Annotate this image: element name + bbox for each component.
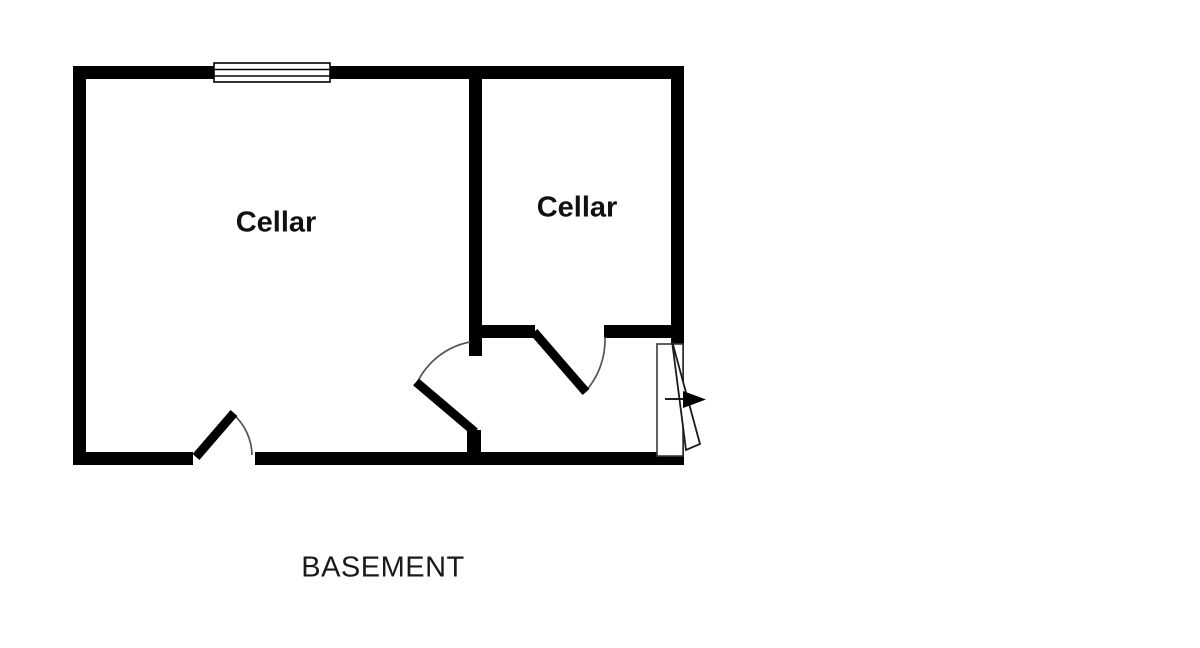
door-center-upper bbox=[530, 329, 606, 395]
door-center-left bbox=[413, 341, 478, 436]
wall-exterior-left bbox=[73, 66, 86, 465]
door-center-upper-leaf bbox=[530, 329, 590, 395]
plan-title: BASEMENT bbox=[301, 552, 465, 584]
door-center-upper-swing-arc bbox=[584, 336, 606, 393]
door-bottom-left-leaf bbox=[192, 410, 238, 460]
wall-interior-stub-right bbox=[604, 325, 671, 338]
wall-interior-stub-left bbox=[469, 325, 535, 338]
wall-exterior-bottom-left bbox=[73, 452, 193, 465]
entrance-marker bbox=[656, 340, 706, 457]
wall-exterior-bottom-right bbox=[255, 452, 684, 465]
door-center-left-leaf bbox=[413, 378, 478, 436]
window-frame-fill bbox=[214, 63, 330, 82]
room-label-cellar-left: Cellar bbox=[236, 207, 317, 239]
window-top-wall bbox=[213, 62, 331, 83]
entrance-arrow-head bbox=[683, 391, 706, 408]
door-center-left-swing-arc bbox=[416, 341, 471, 384]
wall-exterior-top bbox=[73, 66, 684, 79]
wall-interior-divider bbox=[469, 66, 482, 356]
window-frame-outline bbox=[213, 62, 331, 83]
door-bottom-left bbox=[192, 410, 253, 460]
room-label-cellar-right: Cellar bbox=[537, 192, 618, 224]
wall-hinge-post-bottom bbox=[467, 430, 481, 454]
